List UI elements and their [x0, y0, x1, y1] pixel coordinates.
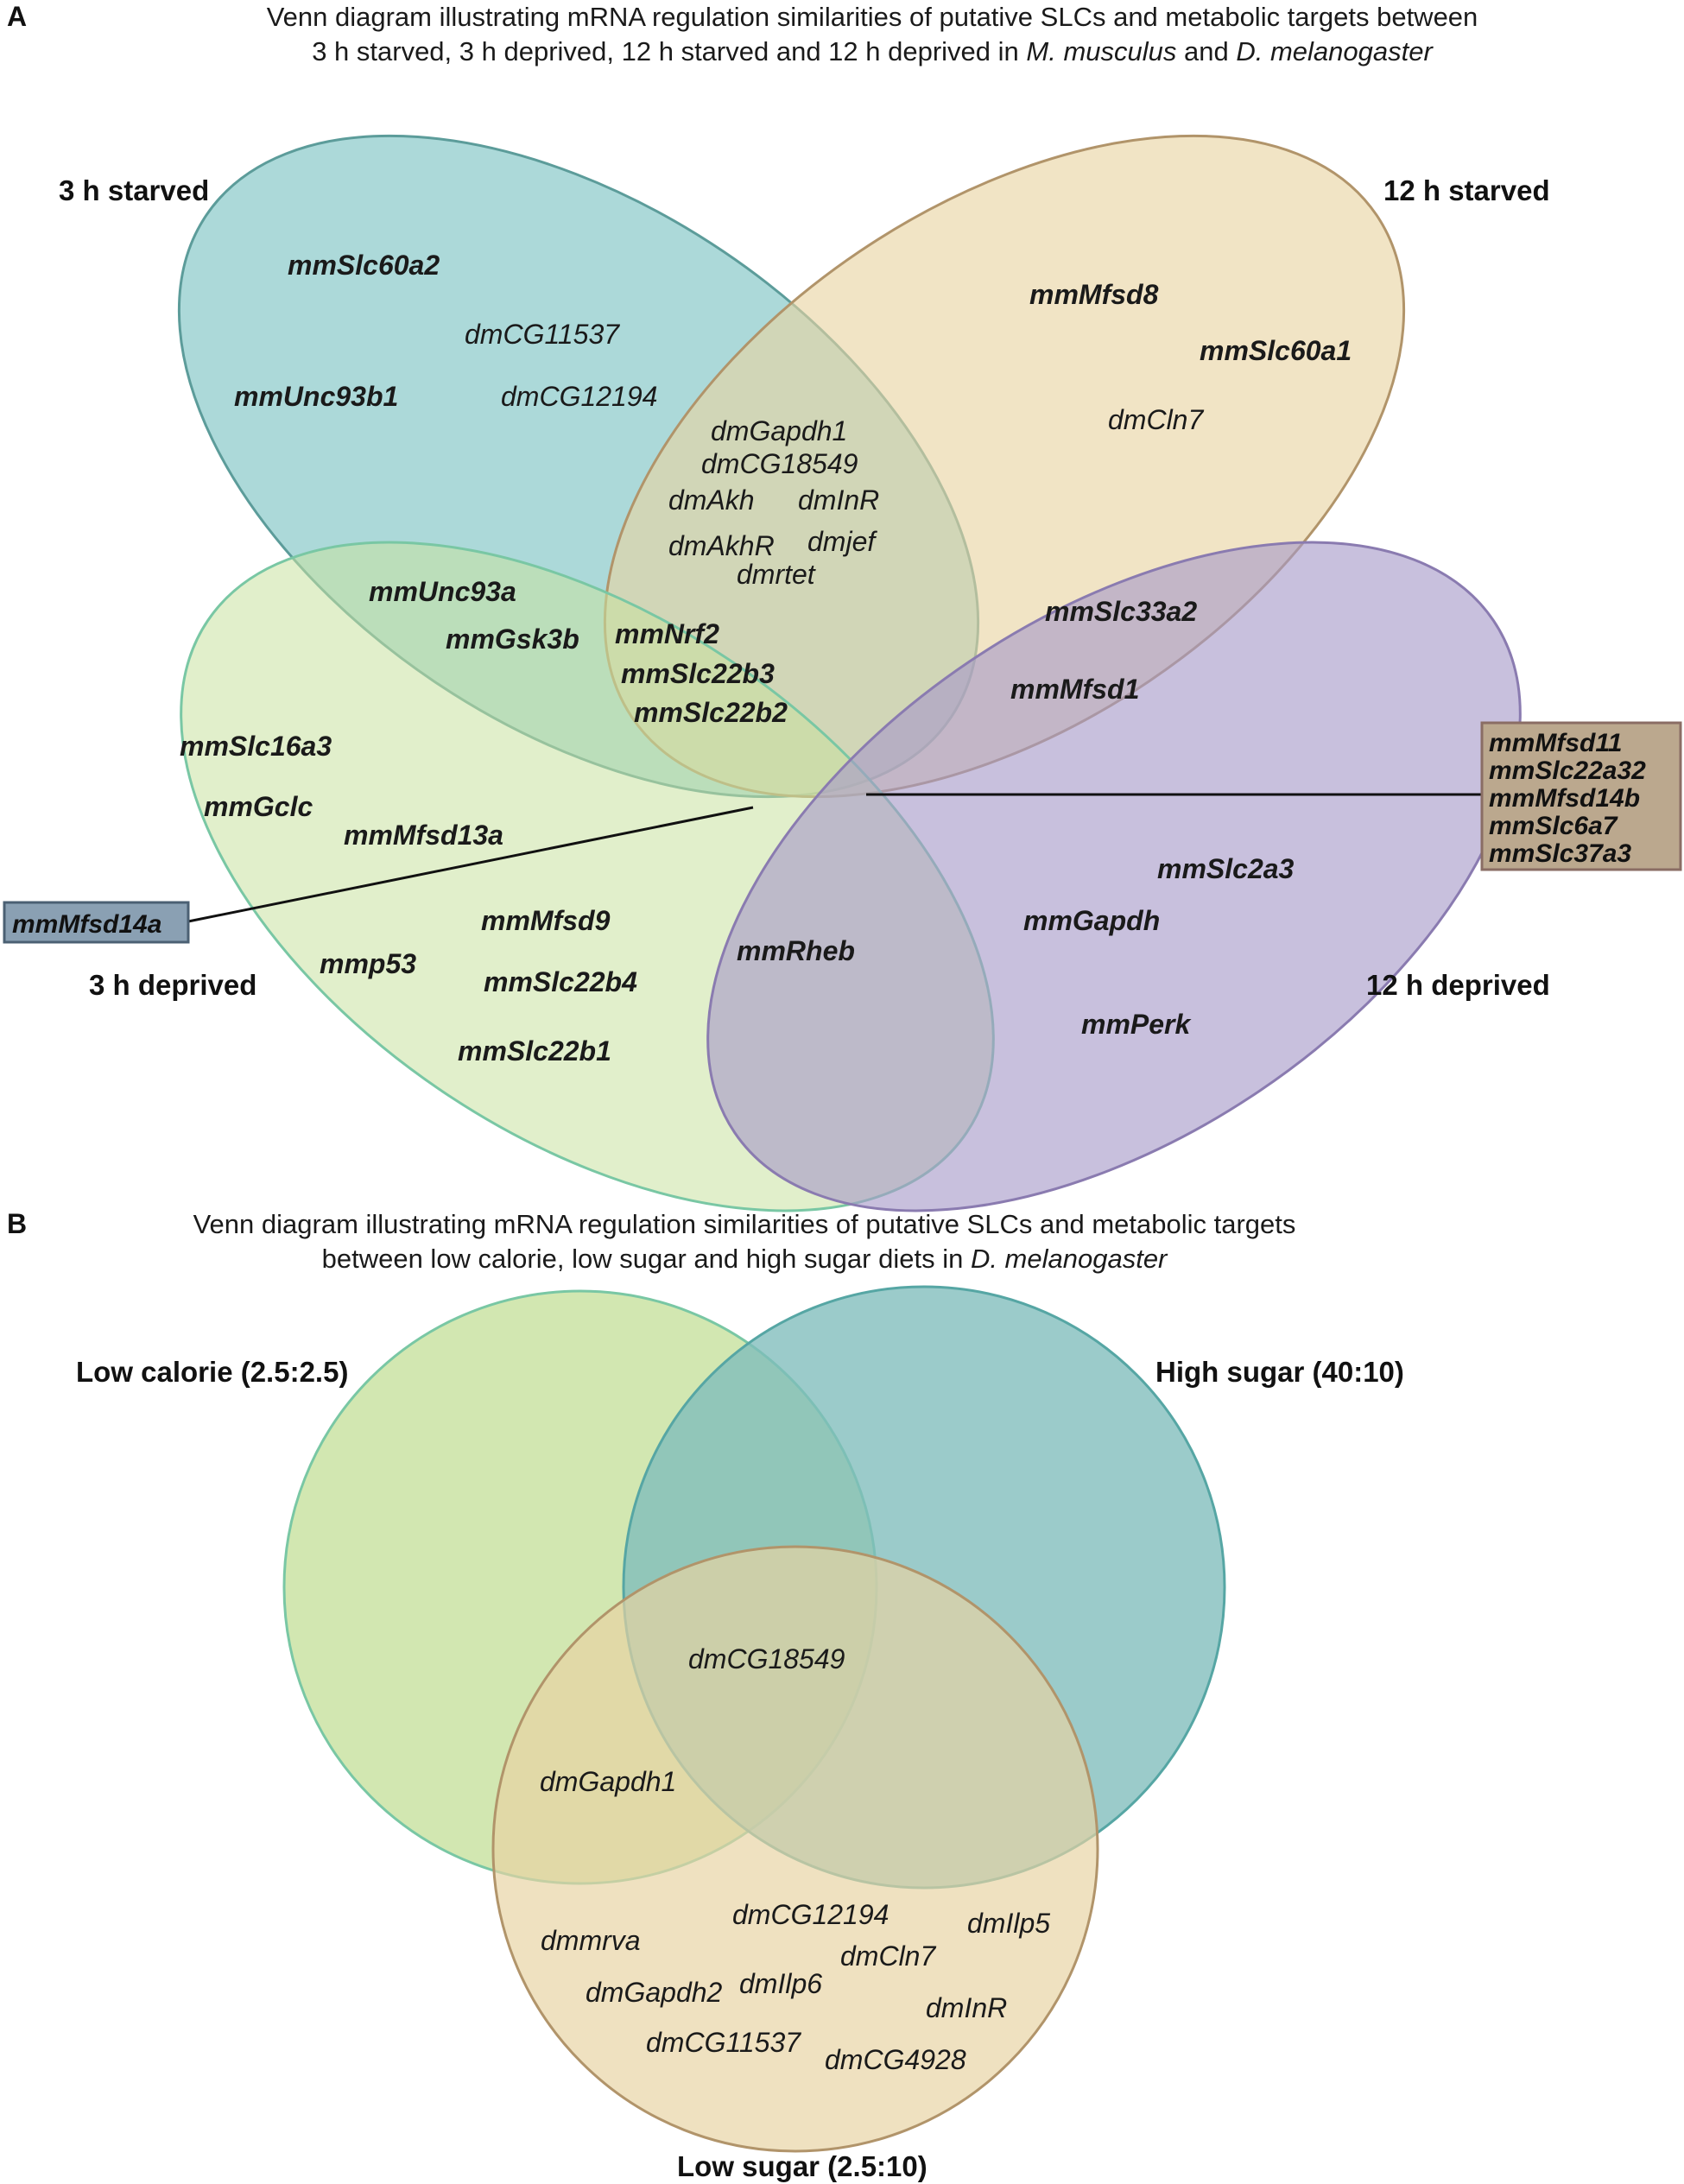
callout-left-gene: mmMfsd14a — [12, 910, 161, 939]
gene-label: mmSlc22b1 — [458, 1035, 611, 1067]
gene-label: mmRheb — [737, 935, 855, 966]
gene-label: dmCG18549 — [701, 448, 858, 479]
callout-line-left — [187, 806, 754, 923]
gene-label: dmCln7 — [840, 1940, 936, 1972]
gene-label: mmSlc22b2 — [634, 697, 788, 728]
gene-label: mmUnc93a — [369, 576, 516, 607]
gene-label: mmSlc22b3 — [621, 658, 775, 689]
gene-label: dmmrva — [541, 1925, 641, 1956]
panel-a-letter: A — [7, 1, 27, 32]
set-label-3h-starved: 3 h starved — [59, 174, 209, 206]
gene-label: mmNrf2 — [615, 618, 719, 649]
gene-label: mmSlc33a2 — [1045, 596, 1197, 627]
venn-b-circle-low-sugar — [491, 1545, 1099, 2153]
gene-label: dmGapdh2 — [586, 1977, 723, 2008]
gene-label: dmInR — [926, 1992, 1007, 2023]
gene-label: dmGapdh1 — [711, 415, 847, 446]
gene-label: dmrtet — [737, 559, 816, 590]
callout-right-gene: mmSlc22a32 — [1489, 756, 1646, 785]
gene-label: dmIlp5 — [967, 1908, 1050, 1939]
panel-a-title-line1: Venn diagram illustrating mRNA regulatio… — [267, 2, 1478, 32]
gene-label: mmMfsd9 — [481, 905, 611, 936]
gene-label: dmCG18549 — [688, 1643, 845, 1674]
venn-a-ellipse-12h-deprived — [706, 541, 1522, 1212]
gene-label: mmMfsd13a — [344, 820, 503, 851]
gene-label: dmCln7 — [1108, 404, 1204, 435]
gene-label: dmjef — [807, 526, 877, 557]
gene-label: dmAkhR — [668, 530, 775, 561]
panel-b-letter: B — [7, 1208, 27, 1239]
gene-label: mmSlc22b4 — [484, 966, 637, 997]
gene-label: dmCG4928 — [825, 2044, 966, 2075]
set-label-12h-deprived: 12 h deprived — [1366, 969, 1550, 1001]
set-label-low-calorie: Low calorie (2.5:2.5) — [76, 1356, 348, 1388]
callout-right-gene: mmMfsd14b — [1489, 784, 1640, 813]
gene-label: dmCG11537 — [465, 319, 620, 350]
set-label-high-sugar: High sugar (40:10) — [1155, 1356, 1404, 1388]
set-label-low-sugar: Low sugar (2.5:10) — [677, 2150, 927, 2182]
set-label-12h-starved: 12 h starved — [1383, 174, 1550, 206]
gene-label: mmGapdh — [1023, 905, 1160, 936]
gene-label: mmUnc93b1 — [234, 381, 398, 412]
gene-label: dmCG12194 — [732, 1899, 889, 1930]
set-label-3h-deprived: 3 h deprived — [89, 969, 256, 1001]
gene-label: mmMfsd8 — [1029, 279, 1159, 310]
panel-b-title-line1: Venn diagram illustrating mRNA regulatio… — [193, 1209, 1296, 1239]
gene-label: dmIlp6 — [739, 1968, 822, 1999]
gene-label: mmSlc60a2 — [288, 250, 440, 281]
gene-label: mmSlc16a3 — [180, 731, 332, 762]
callout-right-gene: mmMfsd11 — [1489, 729, 1622, 757]
gene-label: mmGsk3b — [446, 624, 579, 655]
gene-label: mmGclc — [204, 791, 313, 822]
gene-label: dmCG11537 — [646, 2027, 801, 2058]
gene-label: mmp53 — [320, 948, 416, 979]
callout-right-gene: mmSlc37a3 — [1489, 839, 1631, 868]
gene-label: dmAkh — [668, 484, 755, 516]
gene-label: mmMfsd1 — [1010, 674, 1139, 705]
panel-a-title-line2: 3 h starved, 3 h deprived, 12 h starved … — [312, 36, 1434, 66]
callout-box-right — [1480, 721, 1682, 871]
gene-label: dmGapdh1 — [540, 1766, 676, 1797]
gene-label: mmPerk — [1081, 1009, 1193, 1040]
gene-label: dmInR — [798, 484, 879, 516]
callout-right-gene: mmSlc6a7 — [1489, 812, 1618, 840]
gene-label: dmCG12194 — [501, 381, 657, 412]
callout-box-left — [3, 901, 190, 944]
gene-label: mmSlc60a1 — [1200, 335, 1352, 366]
panel-b-title-line2: between low calorie, low sugar and high … — [322, 1244, 1168, 1274]
gene-label: mmSlc2a3 — [1157, 853, 1295, 884]
